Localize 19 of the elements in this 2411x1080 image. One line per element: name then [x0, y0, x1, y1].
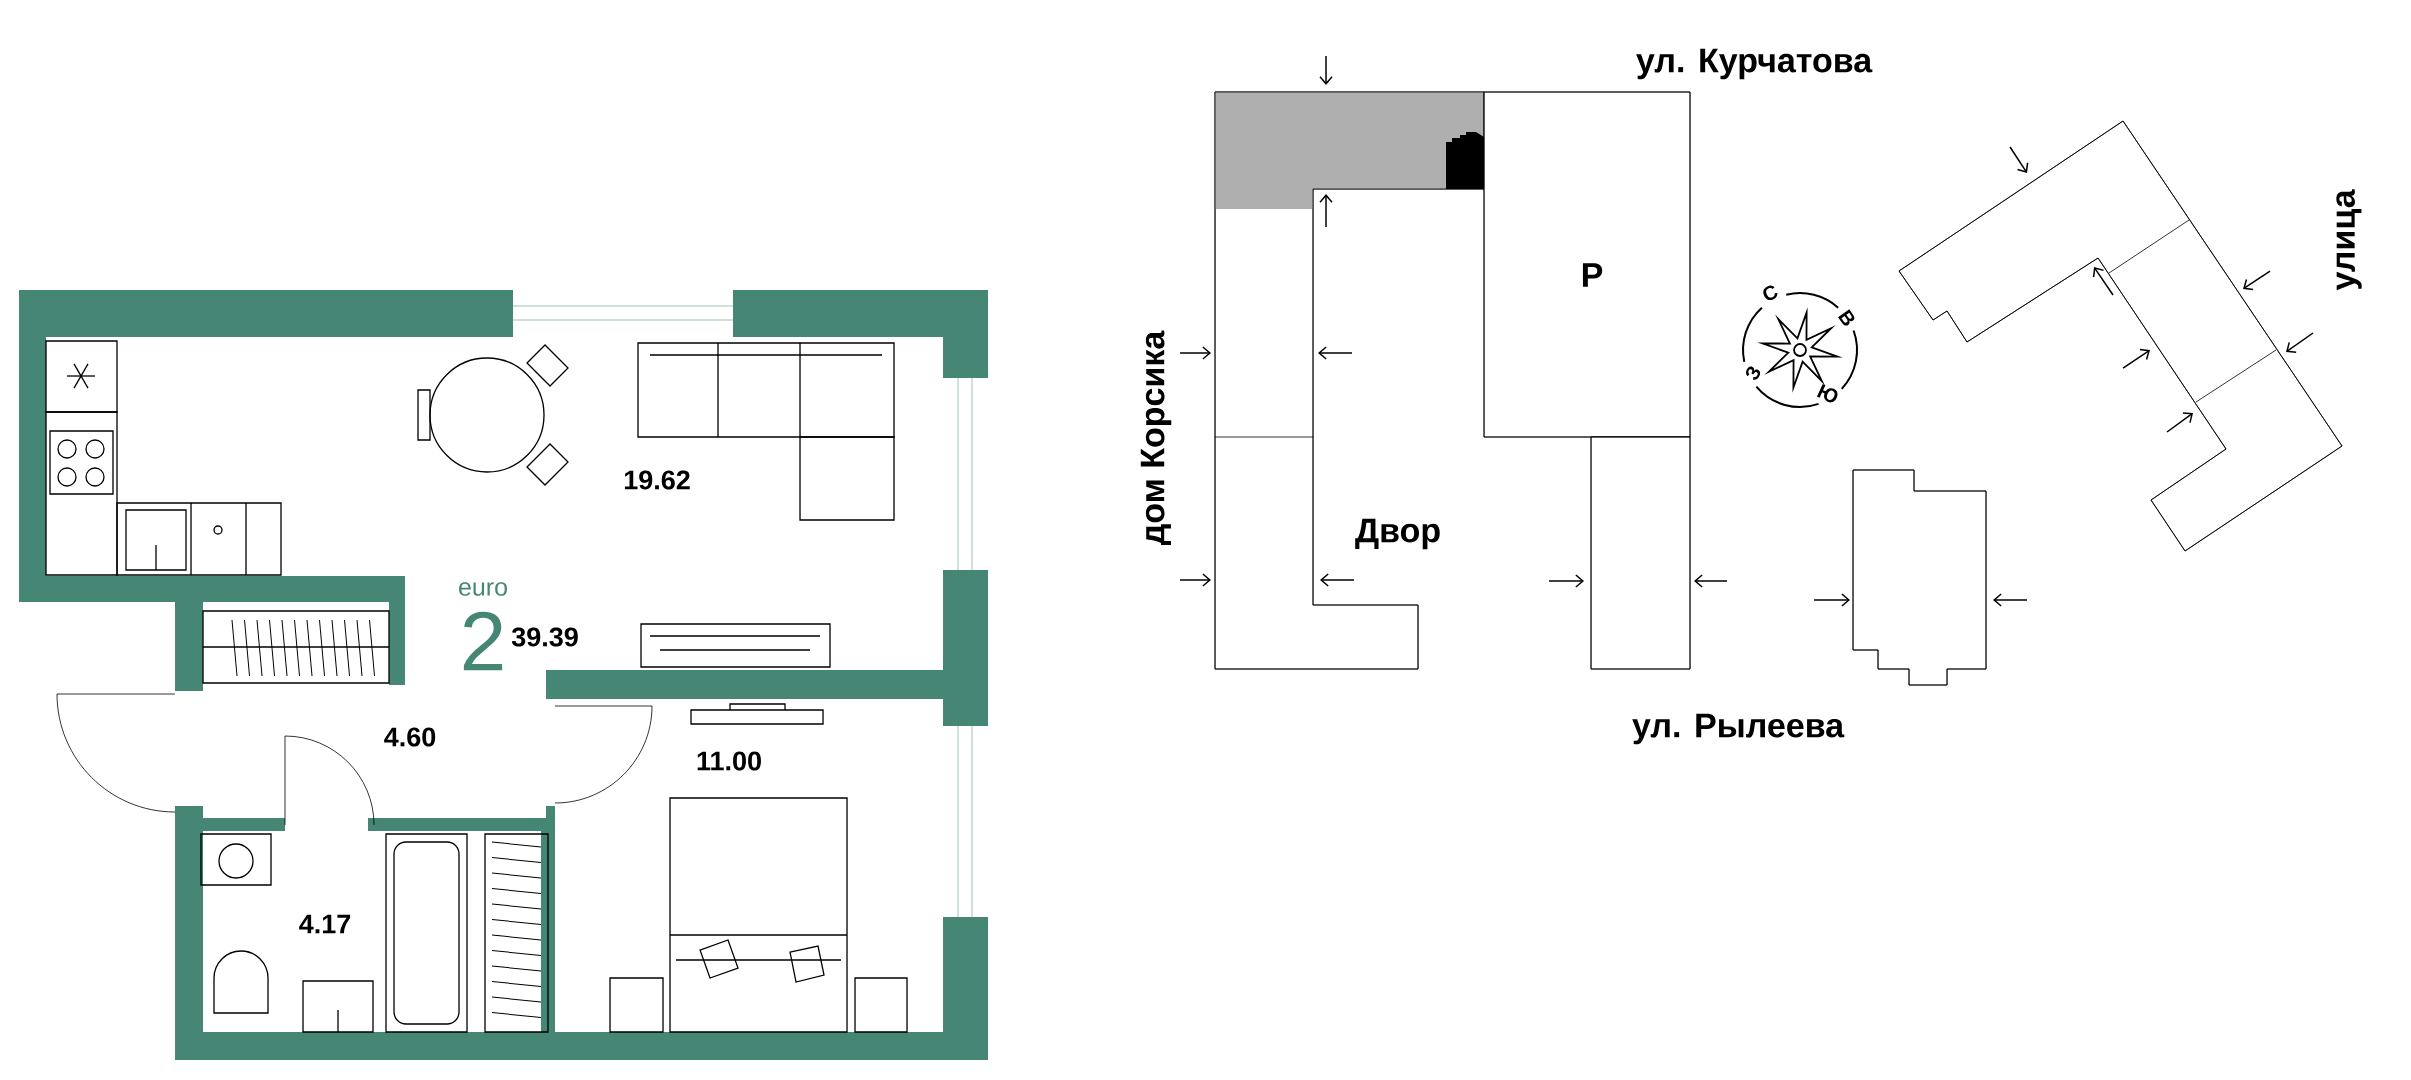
compass-letter: З [1746, 366, 1761, 380]
total-area: 39.39 [511, 627, 578, 647]
compass-letter: Ю [1816, 384, 1838, 403]
building-label: дом Корсика [1140, 330, 1172, 546]
street-label: улица [2336, 189, 2362, 291]
building: Р [1483, 91, 1691, 438]
area-label: 4.17 [299, 914, 351, 934]
room-count: 2 [463, 611, 503, 671]
area-label: 11.00 [697, 751, 761, 771]
street-label: ул. Курчатова [1636, 48, 1873, 80]
area-label: 19.62 [624, 470, 690, 490]
building [1590, 436, 1691, 670]
compass-letter: С [1763, 285, 1778, 301]
building [1852, 469, 1987, 686]
courtyard-label: Двор [1355, 518, 1440, 550]
apartment-type-label: euro [459, 582, 507, 596]
area-label: 4.60 [384, 727, 436, 747]
street-label: ул. Рылеева [1632, 713, 1845, 745]
compass-letter: В [1838, 309, 1855, 326]
